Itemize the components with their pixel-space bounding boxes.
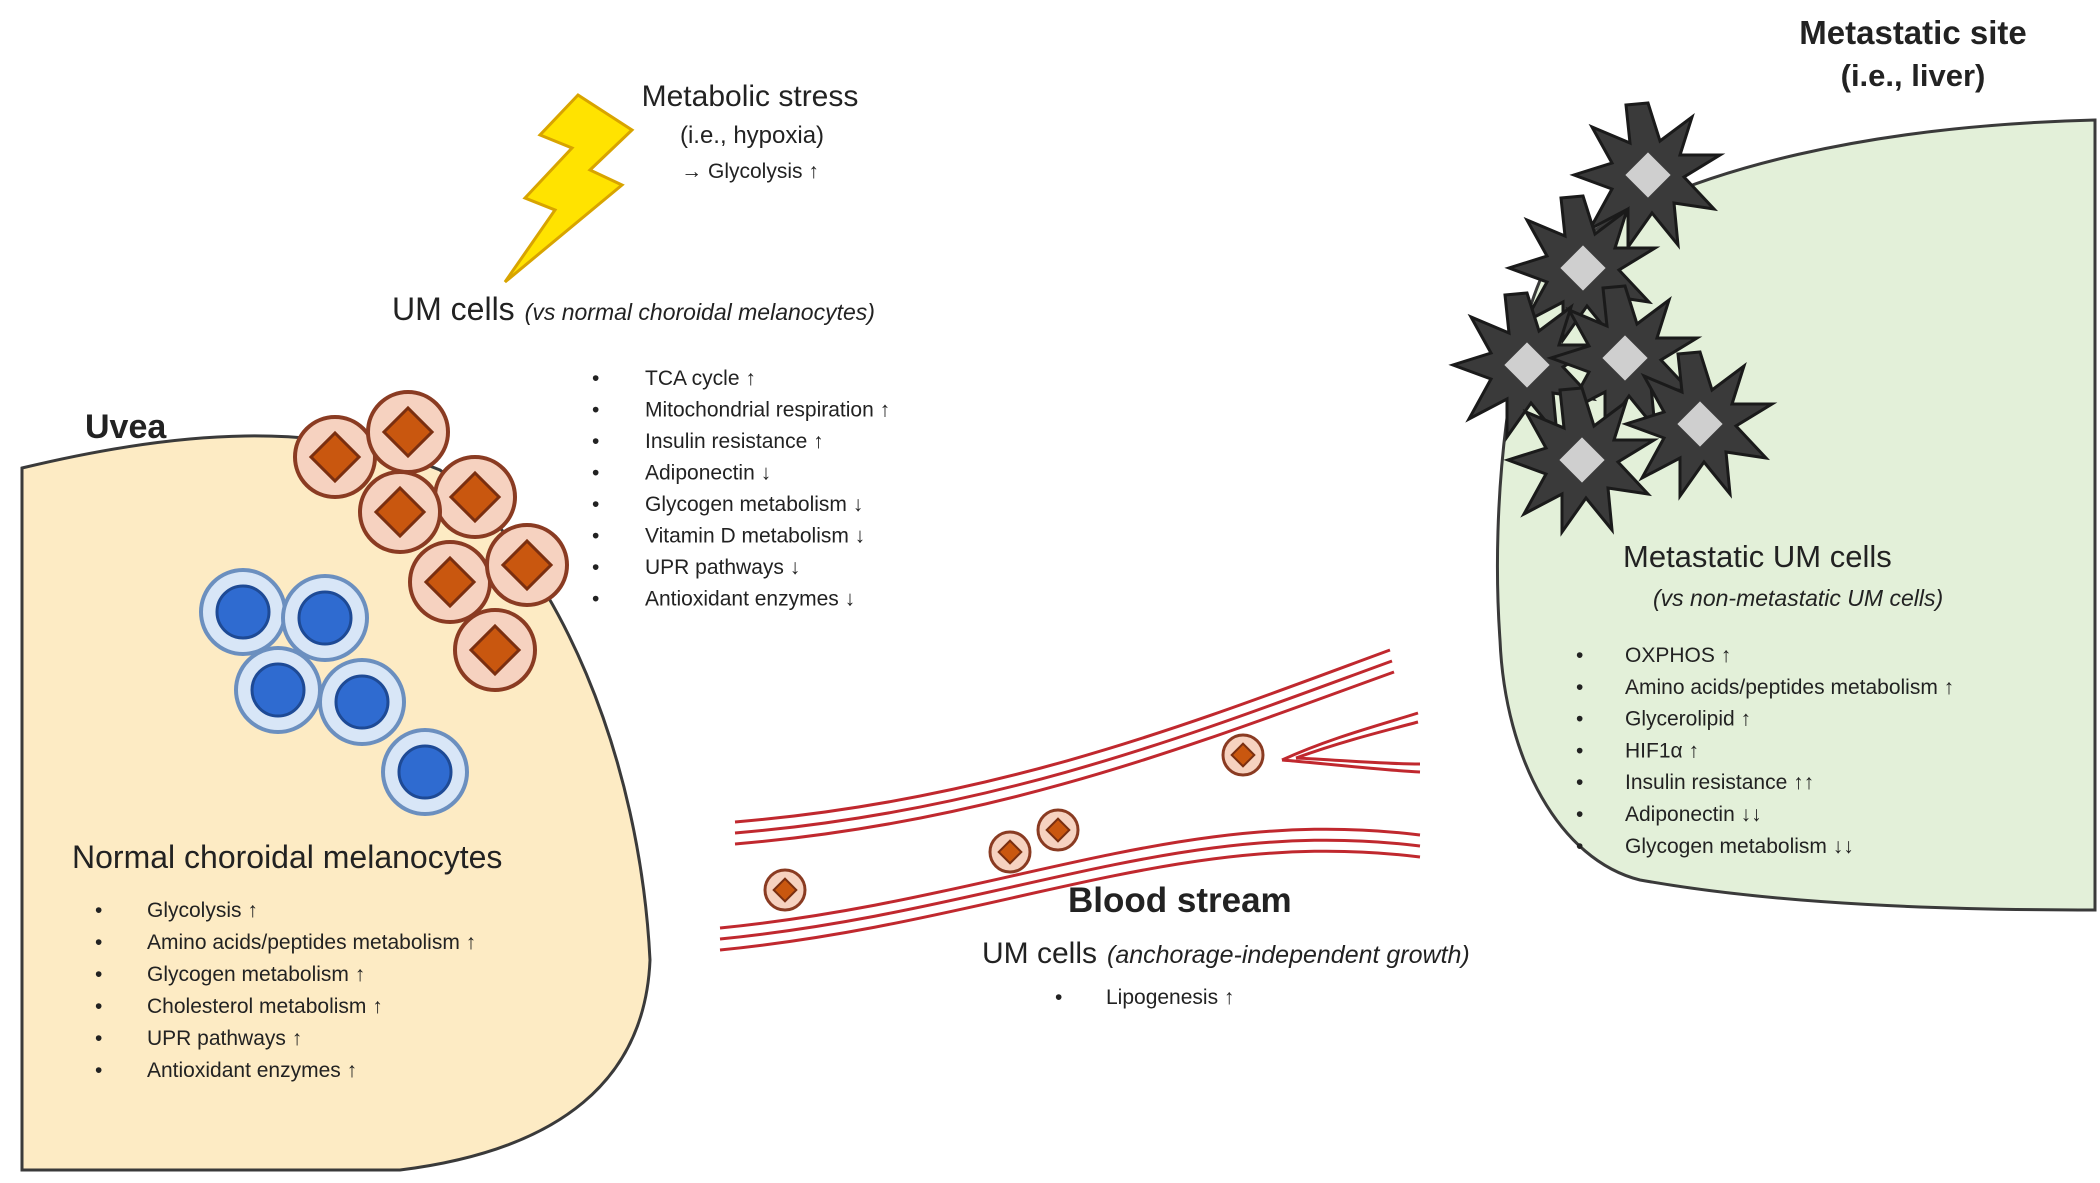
- list-item: Vitamin D metabolism ↓: [645, 525, 865, 548]
- list-item: Glycogen metabolism ↑: [147, 963, 365, 986]
- list-bullet: •: [95, 931, 102, 954]
- list-bullet: •: [1576, 835, 1583, 858]
- metastatic-cells-list: • OXPHOS ↑ • Amino acids/peptides metabolis…: [1576, 644, 1954, 858]
- list-item: Antioxidant enzymes ↓: [645, 588, 855, 611]
- normal-melanocyte-cell: [318, 658, 406, 746]
- circulating-um-cell: [1036, 808, 1080, 852]
- lightning-bolt-icon: [503, 93, 635, 284]
- list-item: UPR pathways ↓: [645, 556, 800, 579]
- list-bullet: •: [1055, 986, 1062, 1009]
- list-bullet: •: [1576, 803, 1583, 826]
- normal-melanocytes-list: • Glycolysis ↑ • Amino acids/peptides metab…: [95, 899, 476, 1082]
- list-bullet: •: [1576, 644, 1583, 667]
- list-item: Mitochondrial respiration ↑: [645, 399, 890, 422]
- list-bullet: •: [95, 1027, 102, 1050]
- stress-title: Metabolic stress: [642, 80, 859, 113]
- list-bullet: •: [592, 367, 599, 390]
- list-bullet: •: [95, 995, 102, 1018]
- normal-melanocyte-cell: [281, 574, 369, 662]
- list-bullet: •: [1576, 739, 1583, 762]
- list-bullet: •: [592, 493, 599, 516]
- circulating-um-cell: [1221, 733, 1265, 777]
- normal-melanocytes-title: Normal choroidal melanocytes: [72, 839, 502, 875]
- um-cell: [433, 455, 517, 539]
- list-item: TCA cycle ↑: [645, 367, 756, 390]
- um-cells-primary-list: • TCA cycle ↑ • Mitochondrial respiration ↑…: [592, 367, 890, 611]
- list-item: Antioxidant enzymes ↑: [147, 1059, 357, 1082]
- um-cell: [408, 540, 492, 624]
- circulating-um-cell: [763, 868, 807, 912]
- list-item: Insulin resistance ↑: [645, 430, 824, 453]
- uvea-label: Uvea: [85, 408, 167, 446]
- list-item: Glycolysis ↑: [147, 899, 258, 922]
- stress-effect: → Glycolysis ↑: [681, 160, 819, 183]
- list-item: Amino acids/peptides metabolism ↑: [147, 931, 476, 954]
- um-cell: [293, 415, 377, 499]
- blood-um-list: • Lipogenesis ↑: [1055, 986, 1234, 1009]
- list-item: Lipogenesis ↑: [1106, 986, 1234, 1009]
- list-bullet: •: [95, 899, 102, 922]
- list-bullet: •: [95, 963, 102, 986]
- list-item: UPR pathways ↑: [147, 1027, 302, 1050]
- list-bullet: •: [1576, 708, 1583, 731]
- list-bullet: •: [592, 399, 599, 422]
- list-bullet: •: [95, 1059, 102, 1082]
- list-item: Adiponectin ↓: [645, 462, 771, 485]
- list-item: Adiponectin ↓↓: [1625, 803, 1762, 826]
- circulating-um-cell: [988, 830, 1032, 874]
- list-item: Glycogen metabolism ↓: [645, 493, 863, 516]
- list-bullet: •: [592, 462, 599, 485]
- list-item: HIF1α ↑: [1625, 739, 1699, 762]
- list-bullet: •: [592, 588, 599, 611]
- list-bullet: •: [592, 430, 599, 453]
- metastatic-site-title: Metastatic site: [1799, 14, 2026, 51]
- stress-subtitle: (i.e., hypoxia): [680, 122, 824, 149]
- metastatic-site-subtitle: (i.e., liver): [1841, 58, 1986, 93]
- normal-melanocyte-cell: [381, 728, 469, 816]
- blood-um-qualifier: (anchorage-independent growth): [1107, 941, 1470, 969]
- list-item: Cholesterol metabolism ↑: [147, 995, 383, 1018]
- list-bullet: •: [592, 525, 599, 548]
- metastatic-cells-title: Metastatic UM cells: [1623, 539, 1892, 574]
- list-item: Insulin resistance ↑↑: [1625, 771, 1814, 794]
- list-item: Amino acids/peptides metabolism ↑: [1625, 676, 1954, 699]
- um-cell: [485, 523, 569, 607]
- list-bullet: •: [1576, 676, 1583, 699]
- um-cells-primary-qualifier: (vs normal choroidal melanocytes): [525, 299, 875, 325]
- um-cell: [366, 390, 450, 474]
- list-item: OXPHOS ↑: [1625, 644, 1731, 667]
- blood-um-heading: UM cells (anchorage-independent growth): [982, 937, 1470, 970]
- list-item: Glycerolipid ↑: [1625, 708, 1751, 731]
- list-item: Glycogen metabolism ↓↓: [1625, 835, 1854, 858]
- metastatic-cells-qualifier: (vs non-metastatic UM cells): [1653, 585, 1943, 611]
- normal-melanocyte-cell: [234, 646, 322, 734]
- blood-stream-title: Blood stream: [1068, 881, 1292, 920]
- blood-um-label: UM cells: [982, 937, 1097, 970]
- um-cell: [358, 470, 442, 554]
- list-bullet: •: [1576, 771, 1583, 794]
- um-cells-primary-label: UM cells: [392, 291, 515, 327]
- normal-melanocyte-cell: [199, 568, 287, 656]
- um-cell: [453, 608, 537, 692]
- list-bullet: •: [592, 556, 599, 579]
- blood-vessel: [719, 648, 1421, 952]
- um-cells-primary-heading: UM cells (vs normal choroidal melanocytes…: [392, 291, 875, 327]
